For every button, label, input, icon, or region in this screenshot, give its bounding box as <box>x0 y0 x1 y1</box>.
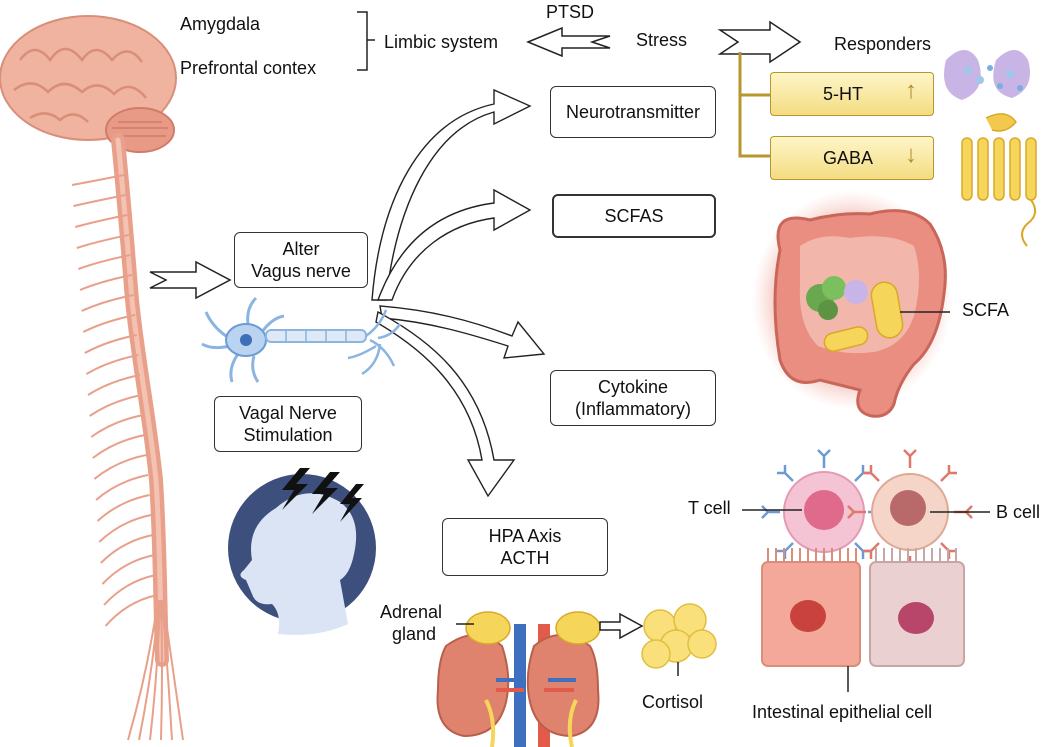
neurotransmitter-box: Neurotransmitter <box>550 86 716 138</box>
vagus-nerve-label: Vagus nerve <box>251 261 351 281</box>
spinal-nerve-tail <box>149 599 161 741</box>
arrow-down-icon: ↓ <box>905 141 917 168</box>
spinal-nerve-branch <box>101 554 155 585</box>
spinal-nerve-branch <box>71 174 125 186</box>
spinal-nerves <box>71 174 184 741</box>
spinal-nerve-branch <box>96 494 150 522</box>
neuron-illustration <box>201 296 402 383</box>
spinal-nerve-tail <box>138 599 160 741</box>
spinal-nerve-branch <box>104 594 158 627</box>
fan-arrows <box>371 88 546 498</box>
spinal-nerve-tail <box>160 599 163 741</box>
spinal-nerve-branch <box>84 334 137 354</box>
limbic-system-label: Limbic system <box>384 32 499 52</box>
spinal-nerve-branch <box>90 414 144 438</box>
synapse-illustration <box>944 50 1037 247</box>
spinal-nerve-branch <box>81 294 134 312</box>
t-cell-label: T cell <box>688 498 731 518</box>
scfas-label: SCFAS <box>604 206 664 226</box>
kidney-adrenal-illustration <box>436 611 601 747</box>
spinal-nerve-branch <box>74 214 128 228</box>
spinal-cord <box>111 133 169 667</box>
b-cell-label: B cell <box>996 502 1041 522</box>
spinal-nerve-branch <box>103 574 157 606</box>
spinal-nerve-branch <box>93 454 147 480</box>
responder-5ht-box: 5-HT ↑ <box>770 72 934 116</box>
cytokine-label: Cytokine <box>597 377 669 397</box>
spinal-nerve-branch <box>100 534 153 564</box>
spinal-nerve-branch <box>73 194 126 207</box>
scfa-label: SCFA <box>962 300 1010 320</box>
spinal-nerve-tail <box>161 599 173 741</box>
head-stimulation-icon <box>228 468 376 635</box>
amygdala-label: Amygdala <box>180 14 261 34</box>
intestinal-epithelial-label: Intestinal epithelial cell <box>752 702 933 722</box>
gut-illustration <box>752 190 952 418</box>
responder-tree <box>738 52 770 158</box>
responder-gaba-label: GABA <box>823 147 874 168</box>
scfas-box: SCFAS <box>552 194 716 238</box>
responder-5ht-label: 5-HT <box>823 83 863 104</box>
vns-box: Vagal Nerve Stimulation <box>214 396 362 452</box>
spinal-nerve-branch <box>95 474 149 501</box>
b-cell <box>847 449 990 575</box>
cytokine-box: Cytokine (Inflammatory) <box>550 370 716 426</box>
hpa-axis-label: HPA Axis <box>488 526 562 546</box>
stress-label: Stress <box>636 30 688 50</box>
responders-label: Responders <box>834 34 932 54</box>
spinal-nerve-branch <box>78 254 131 270</box>
stress-to-responders-arrow <box>717 20 802 64</box>
spinal-nerve-branch <box>79 274 133 291</box>
cortisol-label: Cortisol <box>642 692 704 712</box>
stimulation-label: Stimulation <box>243 425 333 445</box>
spinal-nerve-branch <box>82 314 136 333</box>
spinal-nerve-branch <box>87 374 141 396</box>
epithelial-cells <box>761 548 965 692</box>
adrenal-label: Adrenal <box>380 602 443 622</box>
stress-to-limbic-arrow <box>526 26 611 58</box>
alter-label: Alter <box>282 239 320 259</box>
hpa-box: HPA Axis ACTH <box>442 518 608 576</box>
spinal-nerve-branch <box>89 394 142 417</box>
spinal-nerve-tail <box>162 599 184 741</box>
nerve-to-vagus-arrow <box>149 260 232 300</box>
brain-illustration <box>0 15 177 153</box>
ptsd-label: PTSD <box>546 2 595 22</box>
responder-gaba-box: GABA ↓ <box>770 136 934 180</box>
spinal-nerve-branch <box>76 234 129 249</box>
gland-label: gland <box>392 624 437 644</box>
arrow-up-icon: ↑ <box>905 77 917 104</box>
neurotransmitter-label: Neurotransmitter <box>565 102 701 122</box>
spinal-nerve-tail <box>127 599 159 741</box>
alter-vagus-box: Alter Vagus nerve <box>234 232 368 288</box>
cortisol-illustration <box>641 603 717 676</box>
bracket <box>357 11 375 71</box>
spinal-nerve-branch <box>85 354 139 375</box>
inflammatory-label: (Inflammatory) <box>574 399 691 419</box>
adrenal-to-cortisol-arrow <box>599 612 644 640</box>
acth-label: ACTH <box>500 548 550 568</box>
spinal-nerve-branch <box>98 514 152 543</box>
vagal-nerve-label: Vagal Nerve <box>239 403 337 423</box>
spinal-nerve-branch <box>92 434 145 459</box>
prefrontal-label: Prefrontal contex <box>180 58 317 78</box>
